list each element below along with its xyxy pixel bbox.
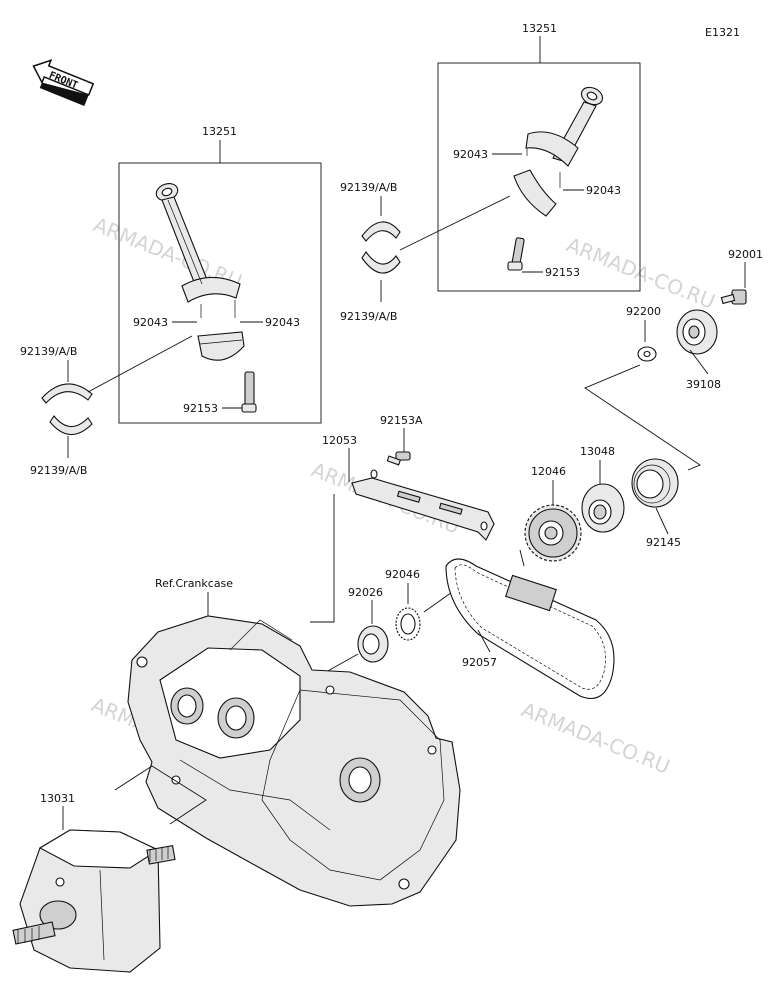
label-12053: 12053 bbox=[322, 434, 357, 447]
front-arrow: FRONT bbox=[32, 59, 95, 107]
diagram-code: E1321 bbox=[705, 26, 740, 39]
tensioner-cover-group: 92001 92200 39108 bbox=[584, 248, 763, 471]
label-92153-right: 92153 bbox=[545, 266, 580, 279]
crankshaft-group: 13031 bbox=[12, 765, 207, 973]
chain-guide-12053 bbox=[351, 477, 495, 541]
label-12046: 12046 bbox=[531, 465, 566, 478]
conrod-group-right: 13251 92043 92043 92153 bbox=[437, 22, 641, 292]
label-92043-right-a: 92043 bbox=[453, 148, 488, 161]
label-92153A: 92153A bbox=[380, 414, 423, 427]
connecting-rod-left bbox=[155, 183, 241, 303]
label-92046: 92046 bbox=[385, 568, 420, 581]
label-92043-left-a: 92043 bbox=[133, 316, 168, 329]
label-92057: 92057 bbox=[462, 656, 497, 669]
bolt-92153A bbox=[395, 451, 411, 461]
connecting-rod-right bbox=[525, 86, 604, 167]
label-92139-right-top: 92139/A/B bbox=[340, 181, 397, 194]
label-92043-right-b: 92043 bbox=[586, 184, 621, 197]
watermark-5: ARMADA-CO.RU bbox=[518, 697, 673, 778]
crankshaft-13031 bbox=[12, 829, 176, 973]
label-13048: 13048 bbox=[580, 445, 615, 458]
bearings-left: 92139/A/B 92139/A/B bbox=[20, 335, 193, 477]
rod-cap-right bbox=[513, 169, 557, 217]
label-92153-left: 92153 bbox=[183, 402, 218, 415]
label-92145: 92145 bbox=[646, 536, 681, 549]
label-92001: 92001 bbox=[728, 248, 763, 261]
bearings-right: 92139/A/B 92139/A/B bbox=[340, 181, 511, 323]
chain-group: 92026 92046 92057 bbox=[325, 549, 615, 700]
chain-92057 bbox=[445, 558, 615, 700]
label-92139-left-top: 92139/A/B bbox=[20, 345, 77, 358]
crankcase: Ref.Crankcase bbox=[127, 577, 461, 907]
rod-bolt-left bbox=[244, 371, 255, 409]
label-39108: 39108 bbox=[686, 378, 721, 391]
conrod-group-left: 13251 92043 92043 92153 bbox=[118, 125, 322, 424]
label-92139-left-bottom: 92139/A/B bbox=[30, 464, 87, 477]
rod-cap-left bbox=[197, 331, 245, 361]
chain-guide-group: 92153A 12053 bbox=[310, 414, 495, 623]
label-92139-right-bottom: 92139/A/B bbox=[340, 310, 397, 323]
label-13031: 13031 bbox=[40, 792, 75, 805]
label-92200: 92200 bbox=[626, 305, 661, 318]
label-92043-left-b: 92043 bbox=[265, 316, 300, 329]
label-13251-right: 13251 bbox=[522, 22, 557, 35]
label-13251-left: 13251 bbox=[202, 125, 237, 138]
label-ref-crankcase: Ref.Crankcase bbox=[155, 577, 233, 590]
drive-gear-group: 12046 13048 92145 bbox=[524, 445, 681, 562]
label-92026: 92026 bbox=[348, 586, 383, 599]
watermark-2: ARMADA-CO.RU bbox=[563, 232, 718, 313]
